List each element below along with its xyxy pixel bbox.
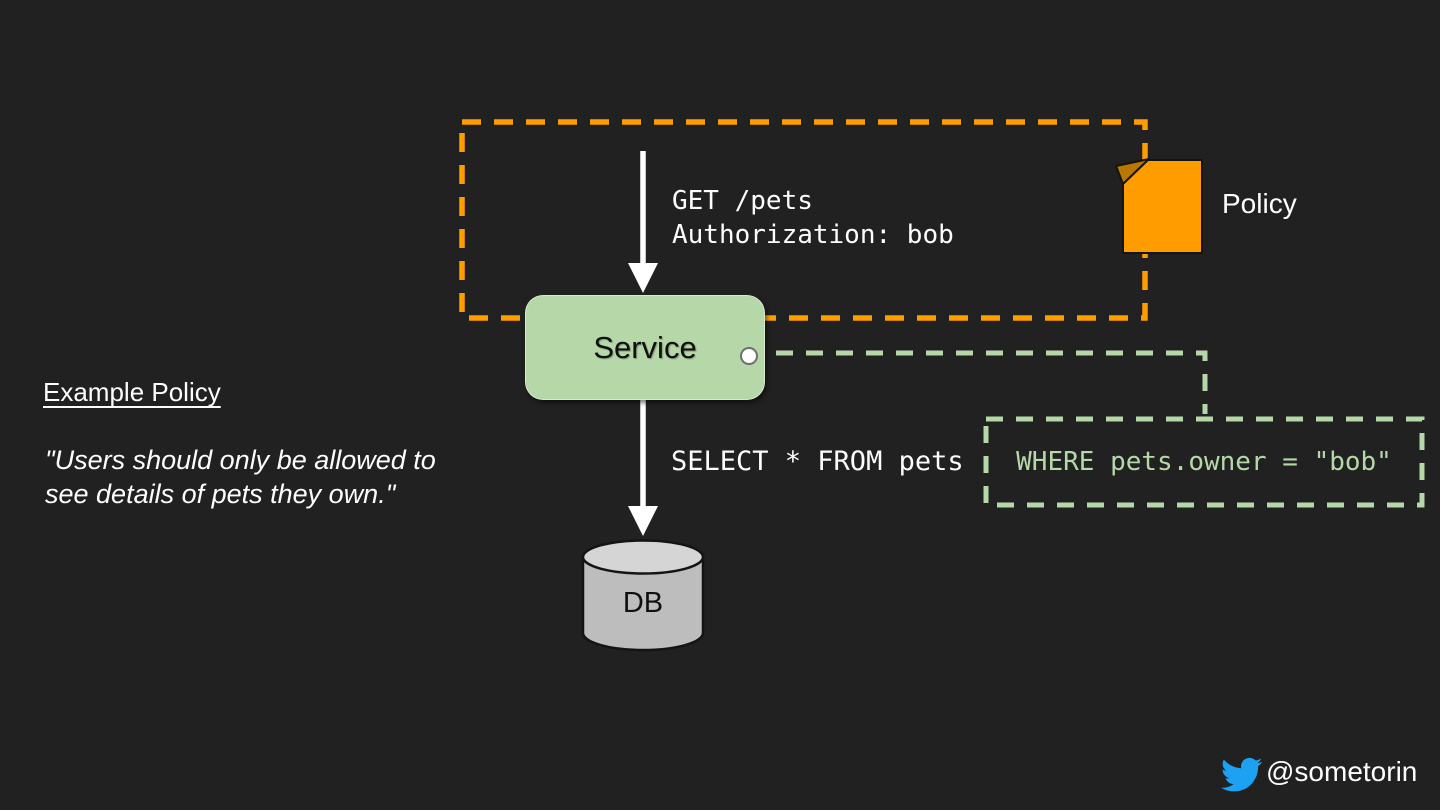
service-port-circle — [740, 347, 758, 365]
twitter-icon — [1221, 757, 1263, 792]
policy-injection-connector — [776, 350, 1208, 414]
policy-quote-line1: "Users should only be allowed to — [45, 445, 436, 475]
policy-quote-line2: see details of pets they own." — [45, 479, 396, 509]
request-header-text: GET /pets Authorization: bob — [672, 184, 954, 252]
where-clause-dashed-rect — [983, 416, 1425, 508]
request-line-get: GET /pets — [672, 186, 813, 216]
service-node: Service — [525, 295, 765, 400]
database-label: DB — [622, 587, 664, 619]
request-arrow-head — [628, 263, 658, 293]
request-line-authorization: Authorization: bob — [672, 220, 954, 250]
query-arrow-head — [628, 506, 658, 536]
policy-document-icon — [1122, 159, 1203, 254]
policy-label: Policy — [1222, 188, 1297, 219]
database-cylinder-body — [581, 557, 705, 652]
where-clause-text: WHERE pets.owner = "bob" — [1016, 447, 1392, 477]
select-query-text: SELECT * FROM pets — [671, 446, 964, 477]
example-policy-heading: Example Policy — [43, 377, 221, 407]
twitter-handle: @sometorin — [1266, 756, 1418, 787]
policy-quote: "Users should only be allowed to see det… — [45, 443, 436, 511]
database-cylinder-top — [581, 539, 705, 575]
service-label: Service — [593, 329, 697, 365]
